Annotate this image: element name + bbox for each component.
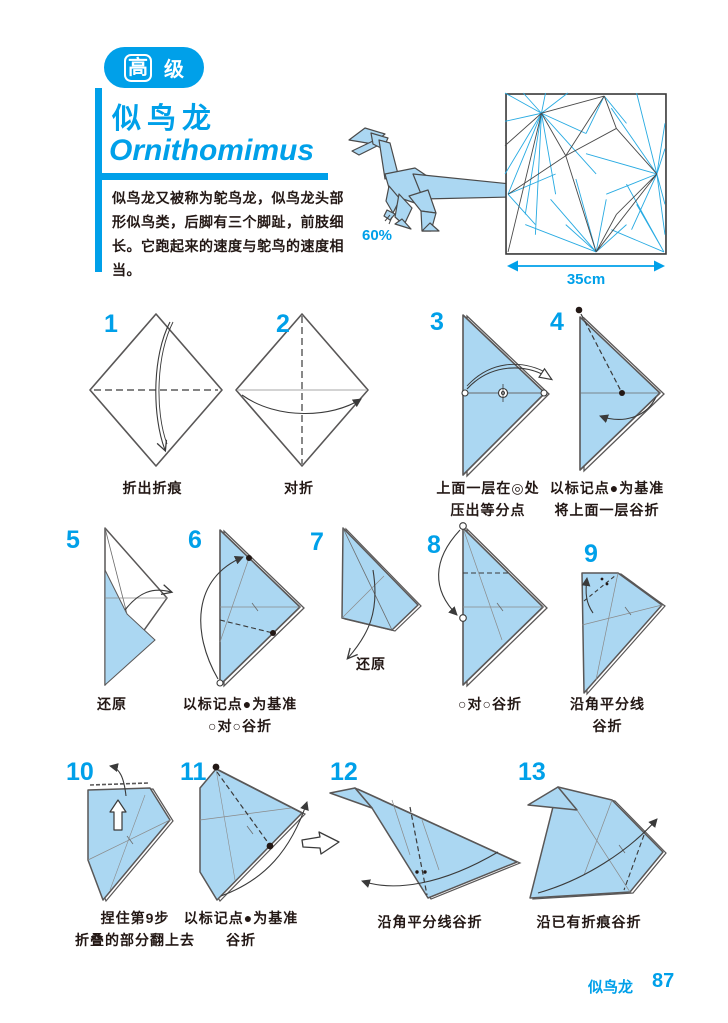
step-9-diagram xyxy=(581,572,666,696)
step-caption: 沿角平分线 xyxy=(570,696,645,712)
step-7-diagram xyxy=(341,527,422,660)
level-badge-char1: 高 xyxy=(124,53,152,82)
step-caption: 折出折痕 xyxy=(122,480,183,496)
step-caption: 将上面一层谷折 xyxy=(554,502,660,518)
step-caption: 还原 xyxy=(97,696,127,712)
finished-model-illustration xyxy=(348,127,512,232)
step-caption: 折叠的部分翻上去 xyxy=(75,932,195,948)
footer-model-name: 似鸟龙 xyxy=(588,979,634,996)
step-12-diagram xyxy=(329,787,522,900)
step-4-diagram xyxy=(575,306,665,473)
title-accent-bar xyxy=(95,88,102,272)
footer-page-number: 87 xyxy=(652,970,675,992)
step-number: 1 xyxy=(104,310,118,338)
step-5-diagram xyxy=(104,527,174,687)
step-caption: ○对○谷折 xyxy=(208,718,272,734)
step-number: 5 xyxy=(66,526,80,554)
step-caption: 谷折 xyxy=(226,932,256,948)
next-step-arrow-icon xyxy=(301,831,340,855)
step-13-diagram xyxy=(527,786,667,900)
scale-percentage-label: 60% xyxy=(362,227,393,244)
step-caption: 还原 xyxy=(356,656,386,672)
step-caption: 上面一层在◎处 xyxy=(436,480,540,496)
step-number: 2 xyxy=(276,310,290,338)
step-number: 8 xyxy=(427,531,441,559)
step-caption: 压出等分点 xyxy=(450,502,526,518)
title-rule xyxy=(95,173,328,180)
paper-size-label: 35cm xyxy=(566,271,606,288)
step-caption: 以标记点●为基准 xyxy=(549,480,665,496)
step-1-diagram xyxy=(89,313,223,467)
step-number: 13 xyxy=(518,758,546,786)
step-8-diagram xyxy=(438,522,548,688)
step-number: 10 xyxy=(66,758,94,786)
step-caption: 沿角平分线谷折 xyxy=(377,914,483,930)
step-number: 3 xyxy=(430,308,444,336)
step-11-diagram xyxy=(199,763,309,902)
step-caption: 以标记点●为基准 xyxy=(182,696,298,712)
step-caption: 谷折 xyxy=(592,718,623,734)
step-caption: 对折 xyxy=(284,480,314,496)
step-number: 4 xyxy=(550,308,564,336)
step-caption: ○对○谷折 xyxy=(458,696,522,712)
step-number: 7 xyxy=(310,528,324,556)
step-number: 6 xyxy=(188,526,202,554)
level-badge-char2: 级 xyxy=(164,59,184,81)
crease-pattern xyxy=(504,92,667,255)
step-number: 12 xyxy=(330,758,358,786)
step-6-diagram xyxy=(200,529,305,688)
step-3-diagram xyxy=(461,314,554,478)
page-title-latin: Ornithomimus xyxy=(109,134,315,167)
step-caption: 以标记点●为基准 xyxy=(183,910,299,926)
step-number: 11 xyxy=(180,758,207,786)
size-arrow xyxy=(507,260,665,272)
step-caption: 沿已有折痕谷折 xyxy=(536,914,642,930)
page-title: 似鸟龙 xyxy=(112,103,218,135)
step-caption: 捏住第9步 xyxy=(100,910,170,926)
step-2-diagram xyxy=(235,313,369,467)
description-paragraph: 似鸟龙又被称为鸵鸟龙，似鸟龙头部形似鸟类，后脚有三个脚趾，前肢细长。它跑起来的速… xyxy=(112,190,344,278)
step-number: 9 xyxy=(584,540,598,568)
level-badge: 高 级 xyxy=(104,47,204,88)
step-10-diagram xyxy=(87,763,174,903)
